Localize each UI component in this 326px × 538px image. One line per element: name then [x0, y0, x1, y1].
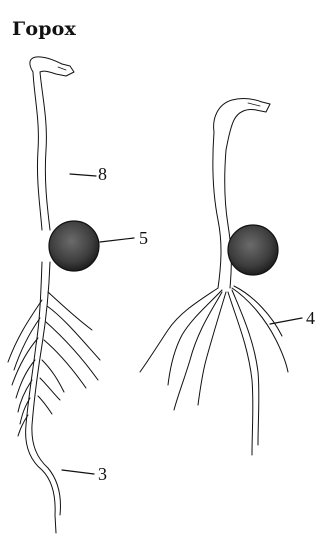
leader-line-lateral: [270, 318, 302, 324]
right-lateral-root-2: [174, 292, 222, 410]
leader-line-stem: [70, 174, 96, 176]
right-shoot-hook: [214, 99, 270, 150]
leader-line-seed: [100, 238, 134, 242]
label-main-root: 3: [98, 464, 107, 485]
left-lateral-roots-left: [8, 300, 42, 362]
label-lateral-roots: 4: [306, 308, 315, 329]
right-seed: [228, 225, 278, 275]
label-stem: 8: [98, 164, 107, 185]
left-stem: [33, 72, 42, 230]
left-seedling: [8, 57, 134, 533]
right-lateral-root-3: [228, 292, 253, 455]
left-lateral-roots-right: [48, 292, 92, 330]
leader-line-root: [62, 470, 94, 474]
left-seed: [49, 221, 99, 271]
right-stem: [213, 132, 221, 288]
left-shoot-hook: [30, 57, 74, 76]
right-seedling: [140, 99, 302, 455]
label-cotyledon: 5: [139, 228, 148, 249]
